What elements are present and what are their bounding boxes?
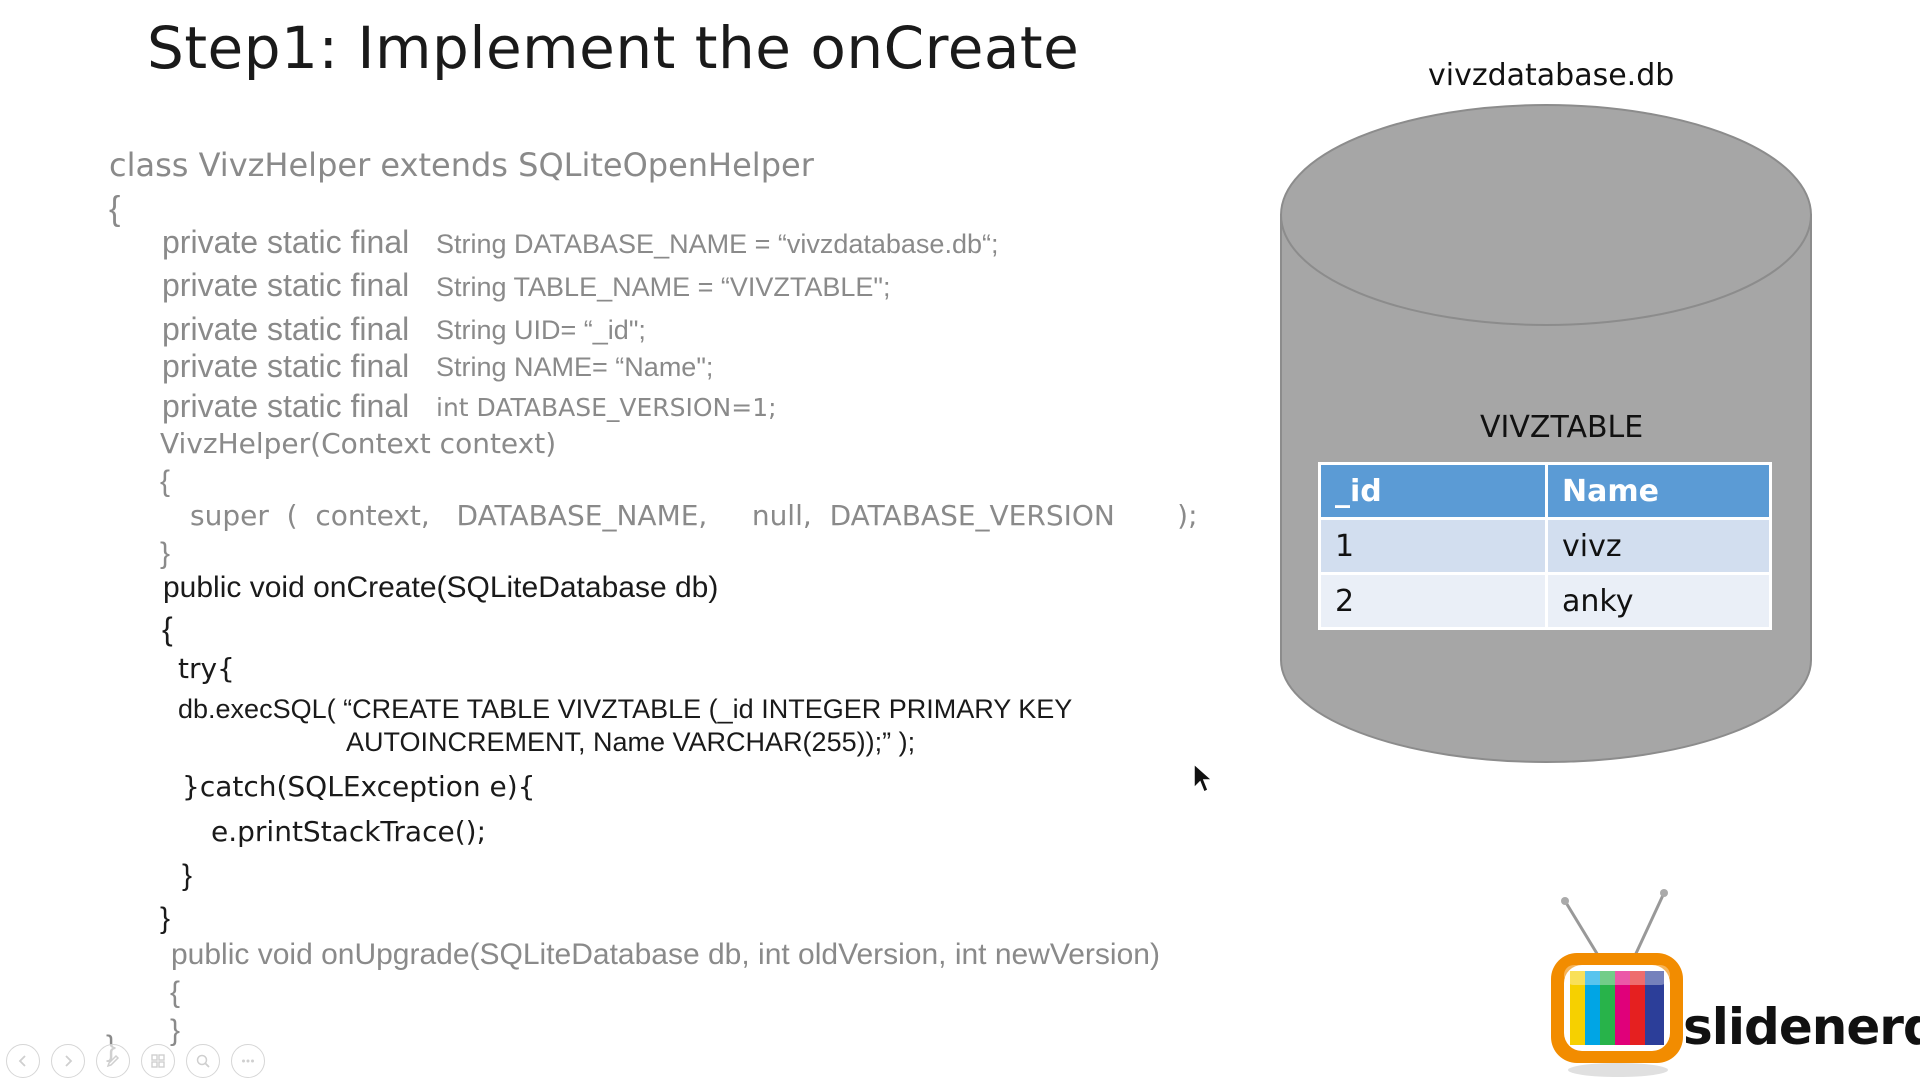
table-name: VIVZTABLE bbox=[1480, 410, 1644, 445]
slideshow-controls bbox=[6, 1044, 265, 1078]
column-header-name: Name bbox=[1545, 462, 1772, 520]
magnifier-icon bbox=[196, 1054, 210, 1068]
super-call: super ( context, DATABASE_NAME, null, DA… bbox=[190, 499, 1198, 532]
class-open-brace: { bbox=[109, 190, 121, 228]
exec-sql-line-1: db.execSQL( “CREATE TABLE VIVZTABLE (_id… bbox=[178, 694, 1073, 724]
field-declaration: String UID= “_id"; bbox=[436, 315, 646, 345]
oncreate-close-brace: } bbox=[160, 902, 171, 935]
pen-button[interactable] bbox=[96, 1044, 130, 1078]
field-declaration: String DATABASE_NAME = “vivzdatabase.db“… bbox=[436, 229, 999, 259]
onupgrade-open-brace: { bbox=[170, 976, 181, 1009]
oncreate-open-brace: { bbox=[162, 611, 173, 647]
column-header-id: _id bbox=[1318, 462, 1548, 520]
zoom-button[interactable] bbox=[186, 1044, 220, 1078]
arrow-left-icon bbox=[18, 1055, 26, 1067]
grid-icon bbox=[151, 1054, 165, 1068]
catch-close-brace: } bbox=[182, 859, 193, 892]
catch-statement: }catch(SQLException e){ bbox=[182, 770, 536, 803]
mouse-cursor-icon bbox=[1193, 762, 1214, 794]
arrow-right-icon bbox=[65, 1055, 73, 1067]
cell-name: vivz bbox=[1545, 517, 1772, 575]
ellipsis-icon bbox=[242, 1059, 254, 1063]
print-stack-trace: e.printStackTrace(); bbox=[211, 815, 486, 848]
next-slide-button[interactable] bbox=[51, 1044, 85, 1078]
see-all-slides-button[interactable] bbox=[141, 1044, 175, 1078]
try-statement: try{ bbox=[178, 652, 235, 685]
constructor-close-brace: } bbox=[160, 537, 171, 570]
cell-id: 1 bbox=[1318, 517, 1548, 575]
constructor-open-brace: { bbox=[160, 465, 171, 498]
oncreate-signature: public void onCreate(SQLiteDatabase db) bbox=[163, 571, 719, 604]
field-declaration: String NAME= “Name"; bbox=[436, 352, 714, 382]
slide-title: Step1: Implement the onCreate bbox=[147, 14, 1080, 82]
database-file-name: vivzdatabase.db bbox=[1428, 58, 1675, 93]
field-modifier: private static final bbox=[162, 348, 410, 384]
table-row: 1 vivz bbox=[1318, 517, 1772, 575]
field-declaration: int DATABASE_VERSION=1; bbox=[436, 393, 777, 422]
slidenerd-logo-text: slidenerd bbox=[1683, 998, 1920, 1056]
constructor-signature: VivzHelper(Context context) bbox=[160, 427, 557, 460]
exec-sql-line-2: AUTOINCREMENT, Name VARCHAR(255));” ); bbox=[346, 727, 916, 757]
field-modifier: private static final bbox=[162, 311, 410, 347]
field-modifier: private static final bbox=[162, 388, 410, 424]
field-modifier: private static final bbox=[162, 224, 410, 260]
pen-icon bbox=[106, 1054, 120, 1068]
more-options-button[interactable] bbox=[231, 1044, 265, 1078]
cylinder-top bbox=[1280, 104, 1812, 326]
database-table: _id Name 1 vivz 2 anky bbox=[1318, 462, 1772, 630]
slidenerd-tv-logo-icon bbox=[1551, 889, 1683, 1077]
class-declaration: class VivzHelper extends SQLiteOpenHelpe… bbox=[109, 146, 814, 184]
previous-slide-button[interactable] bbox=[6, 1044, 40, 1078]
cell-name: anky bbox=[1545, 572, 1772, 630]
table-row: 2 anky bbox=[1318, 572, 1772, 630]
table-header-row: _id Name bbox=[1318, 462, 1772, 520]
field-declaration: String TABLE_NAME = “VIVZTABLE"; bbox=[436, 272, 891, 302]
onupgrade-signature: public void onUpgrade(SQLiteDatabase db,… bbox=[171, 938, 1160, 971]
onupgrade-close-brace: } bbox=[170, 1014, 181, 1047]
cell-id: 2 bbox=[1318, 572, 1548, 630]
field-modifier: private static final bbox=[162, 267, 410, 303]
